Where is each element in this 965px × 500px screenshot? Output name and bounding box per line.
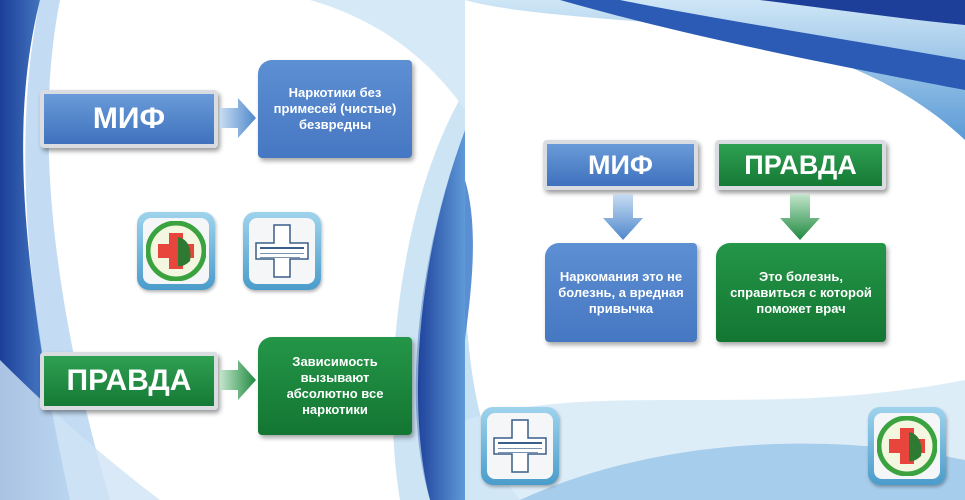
down-arrow-icon bbox=[603, 194, 643, 240]
left-myth-label: МИФ bbox=[40, 90, 218, 148]
right-arrow-icon bbox=[220, 360, 256, 400]
left-truth-label: ПРАВДА bbox=[40, 352, 218, 410]
right-arrow-icon bbox=[220, 98, 256, 138]
health-center-logo bbox=[481, 407, 559, 485]
down-arrow-icon bbox=[780, 194, 820, 240]
right-myth-label: МИФ bbox=[543, 140, 698, 190]
right-myth-text: Наркомания это не болезнь, а вредная при… bbox=[545, 243, 697, 342]
right-truth-label: ПРАВДА bbox=[715, 140, 886, 190]
red-cross-logo bbox=[137, 212, 215, 290]
red-cross-logo bbox=[868, 407, 946, 485]
health-center-logo bbox=[243, 212, 321, 290]
left-truth-text: Зависимость вызывают абсолютно все нарко… bbox=[258, 337, 412, 435]
right-truth-text: Это болезнь, справиться с которой поможе… bbox=[716, 243, 886, 342]
left-myth-text: Наркотики без примесей (чистые) безвредн… bbox=[258, 60, 412, 158]
